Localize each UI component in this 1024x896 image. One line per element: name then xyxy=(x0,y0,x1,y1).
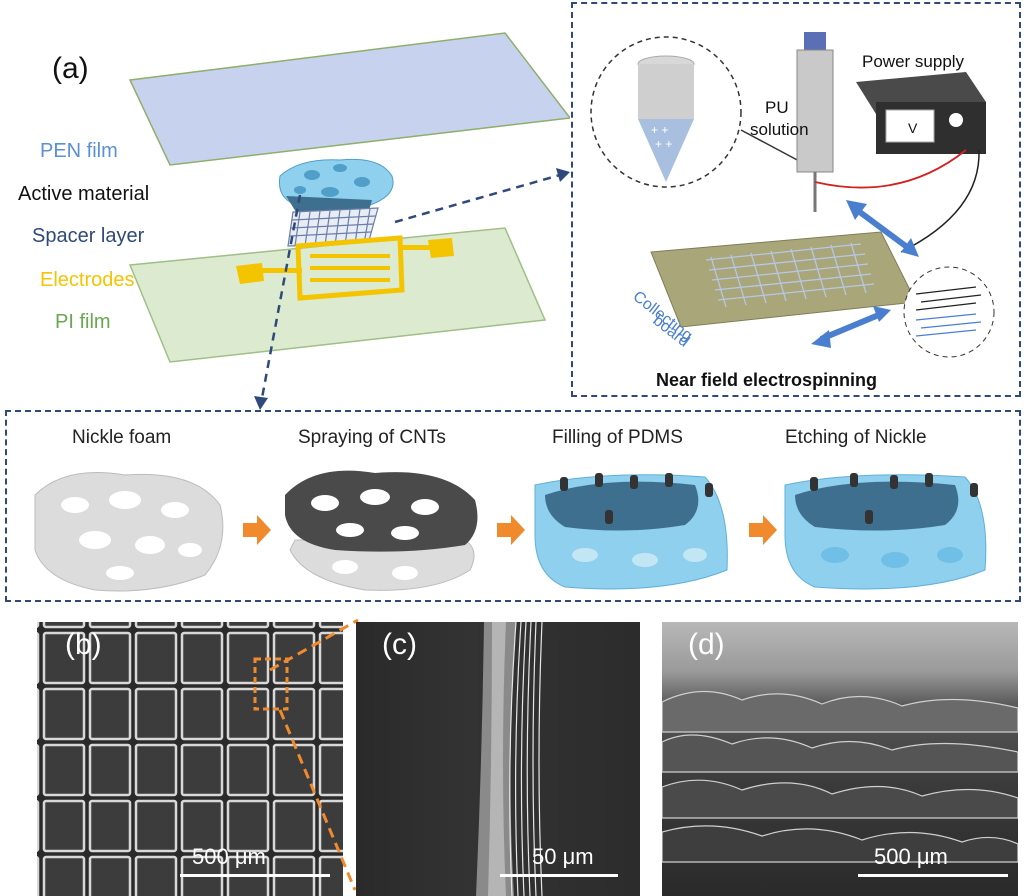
active-material-foam xyxy=(278,158,394,214)
pen-film-sheet xyxy=(128,32,570,166)
fiber-grid xyxy=(705,242,875,308)
process-arrow-1 xyxy=(243,515,271,545)
power-supply-label: Power supply xyxy=(862,52,965,71)
process-arrow-2 xyxy=(497,515,525,545)
svg-text:+ +: + + xyxy=(651,123,668,137)
etched-foam-image xyxy=(784,473,987,590)
electrode-zoom-circle xyxy=(903,266,995,358)
voltmeter-label: V xyxy=(908,120,918,136)
voltmeter-display xyxy=(885,109,935,143)
scale-label-c: 50 μm xyxy=(532,844,594,869)
scale-label-d: 500 μm xyxy=(874,844,948,869)
step-2-label: Spraying of CNTs xyxy=(298,427,446,448)
electrospinning-setup: + + + + xyxy=(590,32,995,358)
svg-text:+ +: + + xyxy=(655,137,672,151)
active-material-label: Active material xyxy=(18,183,150,205)
fabrication-steps-box xyxy=(5,410,1021,602)
pdms-filled-foam-image xyxy=(534,473,728,590)
scale-bar-d xyxy=(858,874,1008,877)
spacer-layer-label: Spacer layer xyxy=(32,225,145,247)
scale-bar-c xyxy=(500,874,618,877)
scale-bar-b xyxy=(180,874,330,877)
arrow-to-foam-steps xyxy=(260,194,302,399)
arrow-to-electrospinning xyxy=(394,173,561,224)
sem-image-b: (b) 500 μm xyxy=(37,622,343,896)
panel-a-letter: (a) xyxy=(52,52,89,85)
sem-image-d: (d) 500 μm xyxy=(662,622,1018,896)
sensor-stack-diagram xyxy=(128,32,570,410)
electrodes-label: Electrodes xyxy=(40,269,135,291)
pi-film-label: PI film xyxy=(55,311,111,333)
zoom-highlight-box xyxy=(253,657,289,711)
process-arrow-3 xyxy=(749,515,777,545)
panel-c-letter: (c) xyxy=(382,628,417,661)
motion-arrow-vertical xyxy=(846,200,919,257)
electrospinning-box xyxy=(571,2,1021,397)
nickel-foam-image xyxy=(34,472,224,592)
cnt-coated-foam-image xyxy=(285,470,478,591)
pen-film-label: PEN film xyxy=(40,140,118,162)
step-4-label: Etching of Nickle xyxy=(785,427,927,448)
sem-image-c: (c) 50 μm xyxy=(356,622,640,896)
interdigitated-electrodes xyxy=(236,235,454,301)
pu-solution-label-2: solution xyxy=(750,120,809,139)
pu-solution-label-1: PU xyxy=(765,98,789,117)
scale-label-b: 500 μm xyxy=(192,844,266,869)
electrospinning-title: Near field electrospinning xyxy=(656,370,878,390)
step-1-label: Nickle foam xyxy=(72,427,172,448)
panel-b-letter: (b) xyxy=(65,628,102,661)
motion-arrow-horizontal xyxy=(811,306,891,348)
step-3-label: Filling of PDMS xyxy=(552,427,683,448)
panel-d-letter: (d) xyxy=(688,628,725,661)
fabrication-steps-diagram xyxy=(34,470,987,592)
zoom-connector-lines xyxy=(269,618,359,891)
